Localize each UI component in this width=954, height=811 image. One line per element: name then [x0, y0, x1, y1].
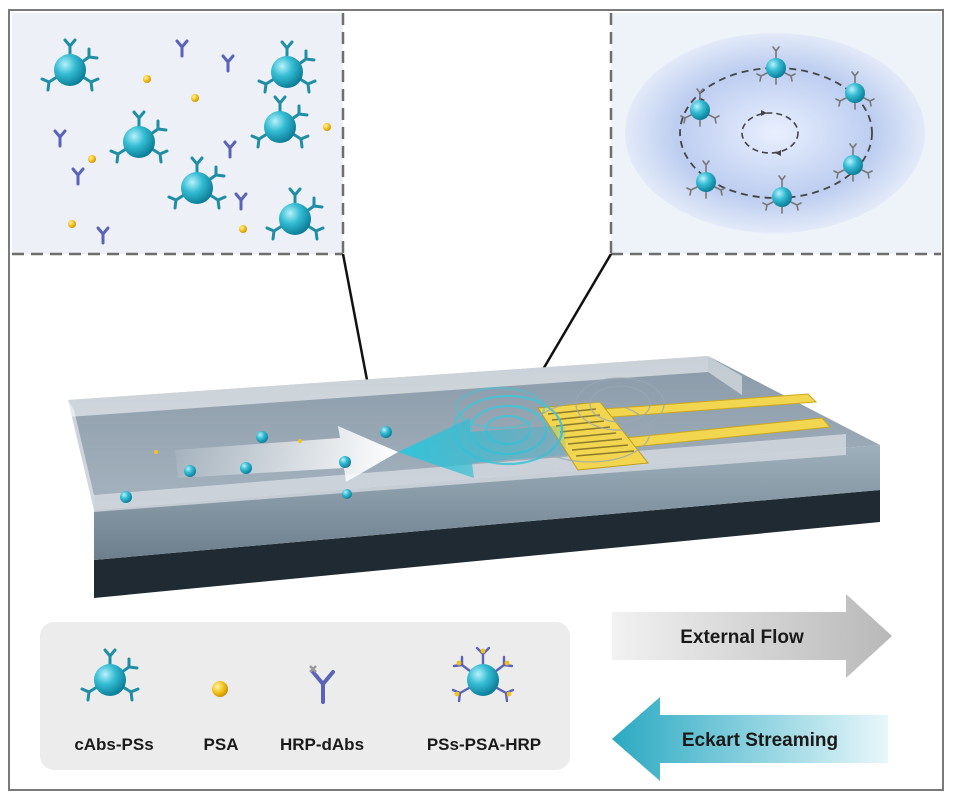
- chip-streaming-arrow: [398, 418, 566, 478]
- eckart-streaming-arrow: Eckart Streaming: [612, 697, 888, 781]
- inset-mixture: [12, 13, 345, 256]
- external-flow-arrow: External Flow: [612, 594, 892, 678]
- legend-label: HRP-dAbs: [280, 735, 364, 754]
- legend-label: PSs-PSA-HRP: [427, 735, 541, 754]
- legend-label: cAbs-PSs: [74, 735, 153, 754]
- legend-label: PSA: [204, 735, 239, 754]
- legend-panel: cAbs-PSs PSA HRP-dAbs PSs-PSA-HRP: [40, 622, 570, 770]
- legend-icon-psa: [212, 681, 228, 697]
- microfluidic-chip: [68, 356, 880, 598]
- chip-flow-arrow: [175, 426, 398, 482]
- external-flow-label: External Flow: [680, 627, 804, 648]
- legend-icon-hrp-dabs: [309, 665, 335, 704]
- eckart-streaming-label: Eckart Streaming: [682, 730, 838, 751]
- inset-streaming: [609, 13, 941, 256]
